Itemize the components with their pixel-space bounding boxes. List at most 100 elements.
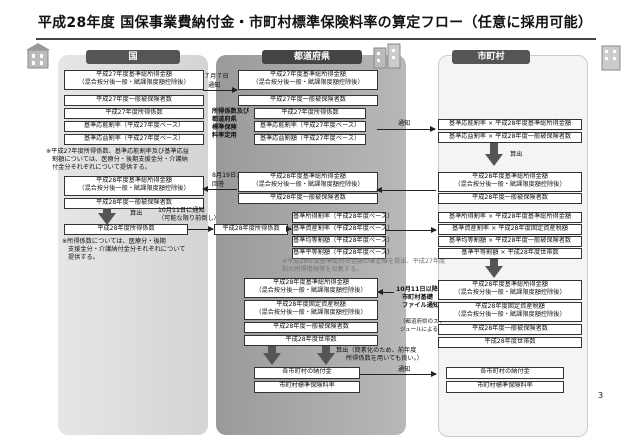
box-line: 平成28年度基準総所得金額 bbox=[273, 279, 349, 286]
note-line: 提供する。 bbox=[68, 254, 99, 261]
note-line: 所得係数を用いても良い。） bbox=[346, 355, 423, 362]
box-line: 平成28年度基準総所得金額 bbox=[96, 177, 172, 184]
pref-calc-note: 算出（簡素化のため、前年度 所得係数を用いても良い。） bbox=[336, 347, 423, 363]
note-line: 前の所得情報等を収集する。 bbox=[282, 266, 363, 273]
box-line: （混合按分後一般・賦課限度額控除後） bbox=[454, 181, 566, 188]
aug-reply: 回答 bbox=[212, 181, 225, 188]
pref-per-household-rate: 基準平等割額（平成28年度ベース） bbox=[292, 248, 393, 259]
down-arrow bbox=[485, 154, 503, 166]
city-calc: 算出 bbox=[510, 151, 523, 158]
building-icon bbox=[601, 45, 621, 71]
city-per-capita-calc: 基準均等割額 × 平成28年度一般被保険者数 bbox=[438, 236, 582, 247]
box-line: （混合按分後一般・賦課限度額控除後） bbox=[78, 79, 190, 86]
kuni-benefit-rate-2015: 基準応益割率（平成27年度ベース） bbox=[64, 134, 204, 145]
kuni-calc: 算出 bbox=[130, 210, 143, 217]
box-line: （混合按分後一般・賦課限度額控除後） bbox=[252, 181, 364, 188]
pref-income-rate: 基準所得割率（平成28年度ベース） bbox=[292, 212, 393, 223]
pref-factor-2015: 平成27年度所得係数 bbox=[254, 108, 366, 119]
box-line: 平成27年度基準総所得金額 bbox=[96, 71, 172, 78]
pref-insured-2016: 平成28年度一般被保険者数 bbox=[238, 193, 378, 204]
pref-per-capita-rate: 基準均等割額（平成28年度ベース） bbox=[292, 236, 393, 247]
building-icon bbox=[26, 43, 50, 69]
oct-notice-sub: （可能な限り前倒し） bbox=[158, 215, 220, 222]
arrow-stem bbox=[490, 259, 498, 267]
note-line: （都道府県のスケ bbox=[400, 319, 445, 325]
note-line: ※平成27年度所得係数、基準応能割率及び基準応益 bbox=[46, 148, 189, 155]
pref-contribution: 各市町村の納付金 bbox=[254, 367, 360, 379]
arrow-stem bbox=[268, 346, 276, 354]
kuni-factor-2015: 平成27年度所得係数 bbox=[64, 108, 204, 119]
pref-income-2016: 平成28年度基準総所得金額 （混合按分後一般・賦課限度額控除後） bbox=[238, 172, 378, 192]
right-arrow bbox=[286, 226, 292, 232]
label-line: 料率定用 bbox=[212, 132, 237, 139]
box-line: 平成28年度基準総所得金額 bbox=[270, 173, 346, 180]
box-line: 平成27年度基準総所得金額 bbox=[270, 71, 346, 78]
city-income-2016: 平成28年度基準総所得金額 （混合按分後一般・賦課限度額控除後） bbox=[438, 172, 582, 192]
city-notice: 通知 bbox=[398, 120, 411, 127]
kuni-ability-rate-2015: 基準応能割率（平成27年度ベース） bbox=[64, 121, 204, 132]
box-line: （混合按分後一般・賦課限度額控除後） bbox=[454, 289, 566, 296]
down-arrow bbox=[98, 213, 116, 225]
label-line: 所得係数及び bbox=[212, 108, 250, 115]
notice-line: 10月11日以降 bbox=[396, 286, 438, 293]
kuni-note-1: ※平成27年度所得係数、基準応能割率及び基準応益 割額については、医療分・後期支… bbox=[46, 148, 189, 172]
pref-factor-2016: 平成28年度所得係数 bbox=[214, 224, 288, 235]
right-arrow bbox=[203, 87, 238, 93]
pref-insured-2015: 平成27年度一般被保険者数 bbox=[238, 95, 378, 106]
right-arrow bbox=[187, 226, 214, 232]
right-arrow bbox=[360, 371, 437, 377]
note-line: ※平成28年度基準総所得金額の確定値を提出、平成27年度 bbox=[282, 258, 446, 265]
arrow-stem bbox=[322, 346, 330, 354]
city-benefit-calc: 基準応益割率 × 平成28年度一般被保険者数 bbox=[438, 132, 582, 143]
title-rule bbox=[36, 38, 596, 40]
left-arrow bbox=[202, 186, 237, 192]
notice-line: ファイル通知 bbox=[402, 302, 440, 309]
box-line: （混合按分後一般・賦課限度額控除後） bbox=[454, 311, 566, 318]
pref-households-2016: 平成28年度世帯数 bbox=[244, 335, 378, 346]
right-arrow bbox=[377, 126, 436, 132]
city-notice-2: 通知 bbox=[398, 366, 411, 373]
pref-side-label: 所得係数及び 都道府県 標準保険 料率定用 bbox=[212, 108, 249, 140]
box-line: 平成28年度固定資産税額 bbox=[276, 301, 346, 308]
note-line: 割額については、医療分・後期支援金分・介護納 bbox=[52, 156, 188, 163]
city-asset-tax-2016: 平成28年度固定資産税額 （混合按分後一般・賦課限度額控除後） bbox=[438, 302, 582, 322]
city-asset-rate-calc: 基準資産割率 × 平成28年度固定資産税額 bbox=[438, 224, 582, 235]
down-arrow bbox=[317, 353, 335, 365]
box-line: （混合按分後一般・賦課限度額控除後） bbox=[78, 185, 190, 192]
aug-date: 8月19日まで bbox=[212, 172, 249, 179]
pref-asset-tax-2016: 平成28年度固定資産税額 （混合按分後一般・賦課限度額控除後） bbox=[244, 300, 378, 320]
note-line: ジュールによる） bbox=[400, 327, 444, 333]
pref-income-2016b: 平成28年度基準総所得金額 （混合按分後一般・賦課限度額控除後） bbox=[244, 278, 378, 298]
kuni-factor-2016: 平成28年度所得係数 bbox=[64, 224, 188, 235]
city-ability-calc: 基準応能割率 × 平成28年度基準総所得金額 bbox=[438, 119, 582, 130]
down-arrow bbox=[485, 266, 503, 278]
label-line: 都道府県 bbox=[212, 116, 237, 123]
header-kuni: 国 bbox=[86, 50, 180, 64]
notice-line: 市町村基礎 bbox=[402, 294, 433, 301]
header-pref: 都道府県 bbox=[262, 50, 362, 64]
page-title: 平成28年度 国保事業費納付金・市町村標準保険料率の算定フロー（任意に採用可能） bbox=[37, 15, 593, 31]
city-insured-2016b: 平成28年度一般被保険者数 bbox=[438, 324, 582, 335]
box-line: 平成28年度固定資産税額 bbox=[475, 303, 545, 310]
kuni-income-2015: 平成27年度基準総所得金額 （混合按分後一般・賦課限度額控除後） bbox=[64, 70, 204, 90]
pref-asset-rate: 基準資産割率（平成28年度ベース） bbox=[292, 224, 393, 235]
kuni-insured-2016: 平成28年度一般被保険者数 bbox=[64, 198, 204, 209]
right-arrow bbox=[385, 227, 437, 233]
city-standard-rate: 市町村標準保険料率 bbox=[446, 381, 564, 393]
pref-standard-rate: 市町村標準保険料率 bbox=[254, 381, 360, 393]
arrow-stem bbox=[103, 208, 111, 214]
left-arrow bbox=[376, 187, 436, 193]
oct-city-schedule: （都道府県のスケ ジュールによる） bbox=[400, 318, 444, 334]
page-number: 3 bbox=[598, 391, 604, 400]
city-households-2016: 平成28年度世帯数 bbox=[438, 337, 582, 348]
label-line: 標準保険 bbox=[212, 124, 237, 131]
note-line: 付金分それぞれについて提供する。 bbox=[52, 164, 151, 171]
oct-city-notice: 10月11日以降 市町村基礎 ファイル通知 bbox=[396, 286, 439, 310]
pref-income-2015: 平成27年度基準総所得金額 （混合按分後一般・賦課限度額控除後） bbox=[238, 70, 378, 90]
city-income-2016b: 平成28年度基準総所得金額 （混合按分後一般・賦課限度額控除後） bbox=[438, 280, 582, 300]
city-per-household-calc: 基準平等割額 × 平成28年度世帯数 bbox=[438, 248, 582, 259]
city-contribution: 各市町村の納付金 bbox=[446, 367, 564, 379]
header-city: 市町村 bbox=[452, 50, 530, 64]
box-line: （混合按分後一般・賦課限度額控除後） bbox=[252, 79, 364, 86]
pref-ability-rate-2015: 基準応能割率（平成27年度ベース） bbox=[254, 121, 366, 132]
